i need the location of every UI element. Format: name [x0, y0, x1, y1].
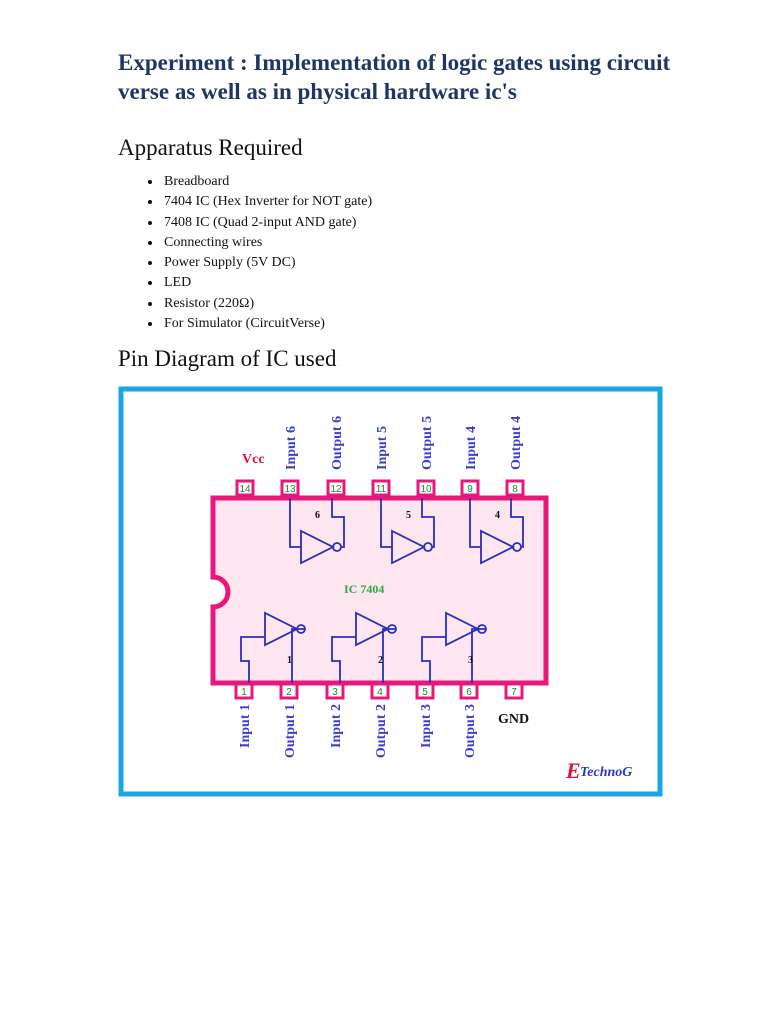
pin-label: Input 6	[284, 426, 299, 470]
not-gate-2: 2	[331, 611, 397, 683]
chip-label: IC 7404	[344, 582, 384, 596]
gate-input-wire	[469, 498, 481, 548]
pin-number: 3	[332, 687, 338, 698]
page-title: Experiment : Implementation of logic gat…	[118, 50, 671, 104]
not-gate-5: 5	[380, 498, 435, 565]
pin-1	[234, 682, 254, 700]
pin-number: 1	[241, 687, 247, 698]
pin-label: Input 3	[419, 704, 434, 748]
not-gate-4: 4	[469, 498, 524, 565]
list-item: Power Supply (5V DC)	[162, 253, 372, 273]
pin-label: Output 2	[374, 704, 389, 758]
not-gate-3: 3	[421, 611, 487, 683]
pin-label: Output 5	[420, 416, 435, 470]
list-item: For Simulator (CircuitVerse)	[162, 314, 372, 334]
list-item: Resistor (220Ω)	[162, 294, 372, 314]
not-gate-1: 1	[240, 611, 306, 683]
gate-output-wire	[291, 628, 305, 683]
list-item: Breadboard	[162, 172, 372, 192]
pin-12	[326, 479, 346, 497]
pin-2	[279, 682, 299, 700]
gate-output-wire	[382, 628, 396, 683]
pin-label: Input 4	[464, 426, 479, 470]
pin-diagram-heading: Pin Diagram of IC used	[118, 346, 337, 371]
apparatus-list: Breadboard 7404 IC (Hex Inverter for NOT…	[118, 172, 372, 334]
pin-number: 5	[422, 687, 428, 698]
gate-number: 3	[468, 655, 473, 666]
gate-triangle	[264, 611, 300, 647]
vcc-label: Vcc	[242, 452, 265, 467]
gate-output-wire	[510, 498, 524, 548]
pin-number: 2	[286, 687, 292, 698]
pin-number: 9	[467, 484, 473, 495]
etechnog-logo: E TechnoG	[565, 758, 632, 783]
gate-input-wire	[380, 498, 392, 548]
pin-7	[504, 682, 524, 700]
pin-number: 10	[420, 484, 432, 495]
pin-number: 8	[512, 484, 518, 495]
pin-10	[416, 479, 436, 497]
pin-9	[460, 479, 480, 497]
pin-label: Output 6	[330, 416, 345, 470]
gate-number: 5	[406, 510, 411, 521]
inverter-gates: 6 5 4 1 2 3	[240, 498, 524, 683]
pin-number: 6	[466, 687, 472, 698]
pin-8	[505, 479, 525, 497]
pin-14	[235, 479, 255, 497]
gate-number: 2	[378, 655, 383, 666]
gate-triangle	[355, 611, 391, 647]
pin-number: 14	[239, 484, 251, 495]
pin-label: Input 5	[375, 426, 390, 470]
gate-input-wire	[289, 498, 301, 548]
pin-label: Input 2	[329, 704, 344, 748]
gate-triangle	[445, 611, 481, 647]
gate-output-wire	[421, 498, 435, 548]
gate-number: 4	[495, 510, 500, 521]
gate-input-wire	[421, 636, 446, 683]
apparatus-heading: Apparatus Required	[118, 135, 303, 160]
list-item: Connecting wires	[162, 233, 372, 253]
pin-label: Output 1	[283, 704, 298, 758]
gate-input-wire	[240, 636, 265, 683]
top-pin-row: 14 13 Input 6 12 Output 6 11 Input 5 10 Output 5…	[235, 416, 525, 497]
pin-4	[370, 682, 390, 700]
list-item: LED	[162, 273, 372, 293]
gate-number: 1	[287, 655, 292, 666]
pin-13	[280, 479, 300, 497]
gnd-label: GND	[498, 712, 529, 727]
pin-number: 7	[511, 687, 517, 698]
logo-text: TechnoG	[580, 765, 632, 780]
pin-number: 11	[376, 484, 387, 495]
pin-label: Output 4	[509, 416, 524, 470]
gate-output-wire	[331, 498, 345, 548]
pin-number: 12	[330, 484, 342, 495]
pin-3	[325, 682, 345, 700]
not-gate-6: 6	[289, 498, 345, 565]
pin-label: Input 1	[238, 704, 253, 748]
logo-initial: E	[565, 758, 581, 783]
pin-number: 4	[377, 687, 383, 698]
list-item: 7408 IC (Quad 2-input AND gate)	[162, 213, 372, 233]
pin-11	[371, 479, 391, 497]
pin-label: Output 3	[463, 704, 478, 758]
pin-5	[415, 682, 435, 700]
gate-number: 6	[315, 510, 320, 521]
pin-6	[459, 682, 479, 700]
pin-number: 13	[284, 484, 296, 495]
gate-input-wire	[331, 636, 356, 683]
list-item: 7404 IC (Hex Inverter for NOT gate)	[162, 192, 372, 212]
gate-output-wire	[471, 628, 486, 683]
